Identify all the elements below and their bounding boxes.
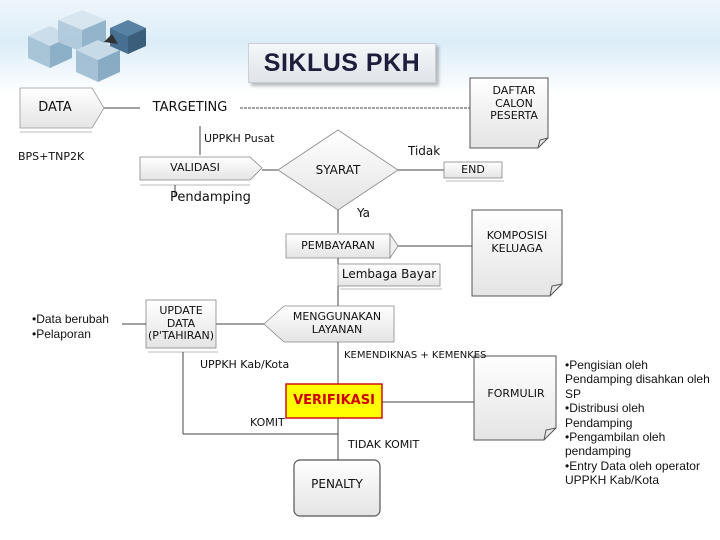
syarat-node: SYARAT bbox=[315, 163, 361, 178]
kemendiknas-label: KEMENDIKNAS + KEMENKES bbox=[344, 350, 487, 361]
verifikasi-shape bbox=[285, 383, 383, 419]
penalty-node: PENALTY bbox=[311, 477, 363, 492]
menggunakan-shape bbox=[263, 305, 395, 343]
penalty-shape bbox=[293, 459, 381, 517]
data-shape bbox=[19, 87, 105, 129]
tidak-label: Tidak bbox=[408, 144, 441, 158]
pendamping-label: Pendamping bbox=[170, 190, 251, 205]
bps-tnp2k-label: BPS+TNP2K bbox=[18, 150, 85, 163]
formulir-shape bbox=[473, 355, 557, 441]
page-title: SIKLUS PKH bbox=[248, 43, 436, 83]
note-left-line: •Pelaporan bbox=[32, 327, 91, 341]
cube-logo-icon bbox=[28, 10, 146, 82]
note-right-line: pendamping bbox=[565, 444, 632, 459]
note-right-line: SP bbox=[565, 386, 582, 401]
daftar-shape bbox=[469, 77, 549, 149]
note-right-line: Pendamping bbox=[565, 415, 633, 430]
formulir-node: FORMULIR bbox=[487, 386, 545, 400]
data-node: DATA bbox=[38, 99, 72, 115]
komposisi-keluaga-node: KOMPOSISI KELUAGA bbox=[486, 229, 548, 255]
menggunakan-layanan-node: MENGGUNAKAN LAYANAN bbox=[292, 310, 382, 336]
note-left: •Data berubah •Pelaporan bbox=[32, 312, 109, 342]
verifikasi-node: VERIFIKASI bbox=[293, 392, 375, 408]
end-node: END bbox=[461, 162, 485, 176]
uppkh-kab-label: UPPKH Kab/Kota bbox=[200, 358, 290, 371]
note-left-line: •Data berubah bbox=[32, 312, 109, 326]
update-data-node: UPDATE DATA (P'TAHIRAN) bbox=[147, 304, 215, 343]
tidak-komit-label: TIDAK KOMIT bbox=[348, 438, 420, 451]
note-right-line: •Distribusi oleh bbox=[565, 401, 645, 416]
validasi-shape bbox=[139, 156, 263, 181]
uppkh-pusat-label: UPPKH Pusat bbox=[204, 132, 275, 145]
pembayaran-node: PEMBAYARAN bbox=[301, 238, 375, 252]
lembaga-bayar-node: Lembaga Bayar bbox=[341, 267, 437, 282]
note-right-line: Pendamping disahkan oleh bbox=[565, 372, 710, 387]
validasi-node: VALIDASI bbox=[170, 161, 220, 175]
end-shape bbox=[443, 161, 503, 179]
note-right-line: •Pengisian oleh bbox=[565, 358, 648, 372]
note-right: •Pengisian oleh Pendamping disahkan oleh… bbox=[565, 358, 717, 488]
komit-label: KOMIT bbox=[250, 416, 285, 429]
ya-label: Ya bbox=[357, 206, 371, 220]
note-right-line: •Pengambilan oleh bbox=[565, 430, 666, 445]
targeting-node: TARGETING bbox=[152, 99, 228, 115]
daftar-calon-peserta-node: DAFTAR CALON PESERTA bbox=[490, 84, 538, 123]
lembaga-shape bbox=[337, 263, 441, 287]
note-right-line: UPPKH Kab/Kota bbox=[565, 473, 660, 488]
komposisi-shape bbox=[471, 209, 563, 297]
update-shape bbox=[145, 299, 217, 349]
note-right-line: •Entry Data oleh operator bbox=[565, 458, 700, 473]
